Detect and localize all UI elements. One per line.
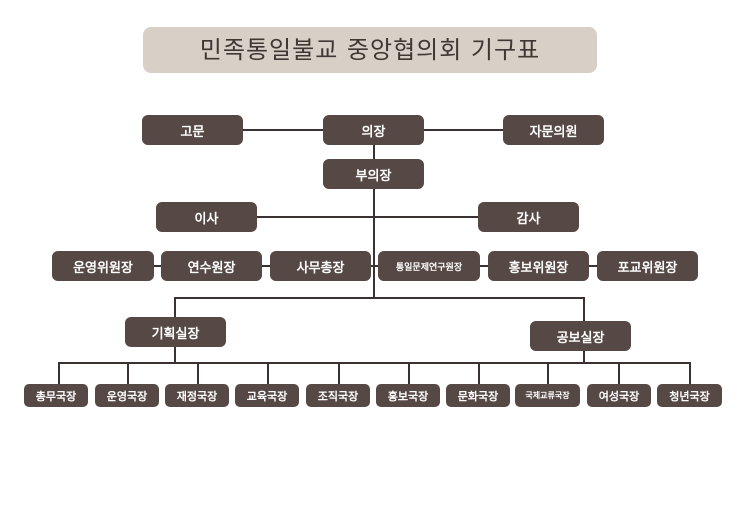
publicity-office-box: 공보실장	[530, 321, 631, 351]
connector-committees	[153, 265, 599, 267]
committee-box: 사무총장	[270, 251, 371, 281]
connector-bureau-8	[547, 362, 549, 384]
bureau-box: 문화국장	[446, 384, 510, 407]
bureau-box: 홍보국장	[376, 384, 440, 407]
connector-bureau-9	[618, 362, 620, 384]
connector-director-auditor	[256, 216, 479, 218]
connector-advisor-chair	[242, 129, 324, 131]
committee-box: 통일문제연구원장	[378, 251, 480, 281]
connector-publicity-down	[583, 351, 585, 363]
bureau-box: 총무국장	[24, 384, 88, 407]
chair-box: 의장	[323, 115, 424, 145]
connector-bureau-10	[689, 362, 691, 384]
director-box: 이사	[156, 202, 257, 232]
bureau-box: 조직국장	[306, 384, 370, 407]
bureau-box: 교육국장	[235, 384, 299, 407]
planning-office-box: 기획실장	[125, 317, 226, 347]
advisory-board-box: 자문의원	[503, 115, 604, 145]
connector-bureau-7	[478, 362, 480, 384]
connector-bureaus	[59, 362, 691, 364]
connector-bureau-1	[58, 362, 60, 384]
auditor-box: 감사	[478, 202, 579, 232]
bureau-box: 국제교류국장	[515, 384, 580, 407]
advisor-box: 고문	[142, 115, 243, 145]
connector-offices	[175, 297, 585, 299]
committee-box: 홍보위원장	[488, 251, 589, 281]
committee-box: 연수원장	[161, 251, 262, 281]
bureau-box: 재정국장	[165, 384, 229, 407]
page-title: 민족통일불교 중앙협의회 기구표	[143, 27, 597, 73]
connector-bureau-5	[338, 362, 340, 384]
connector-chair-advisory	[423, 129, 504, 131]
bureau-box: 운영국장	[95, 384, 159, 407]
connector-publicity	[583, 297, 585, 321]
connector-bureau-4	[267, 362, 269, 384]
committee-box: 운영위원장	[52, 251, 154, 281]
bureau-box: 청년국장	[657, 384, 722, 407]
connector-bureau-3	[197, 362, 199, 384]
connector-planning	[174, 297, 176, 318]
connector-planning-down	[174, 347, 176, 363]
bureau-box: 여성국장	[587, 384, 651, 407]
connector-chair-vice	[373, 145, 375, 160]
committee-box: 포교위원장	[597, 251, 698, 281]
connector-bureau-6	[408, 362, 410, 384]
connector-main-trunk	[373, 189, 375, 299]
connector-bureau-2	[127, 362, 129, 384]
vice-chair-box: 부의장	[323, 159, 424, 189]
